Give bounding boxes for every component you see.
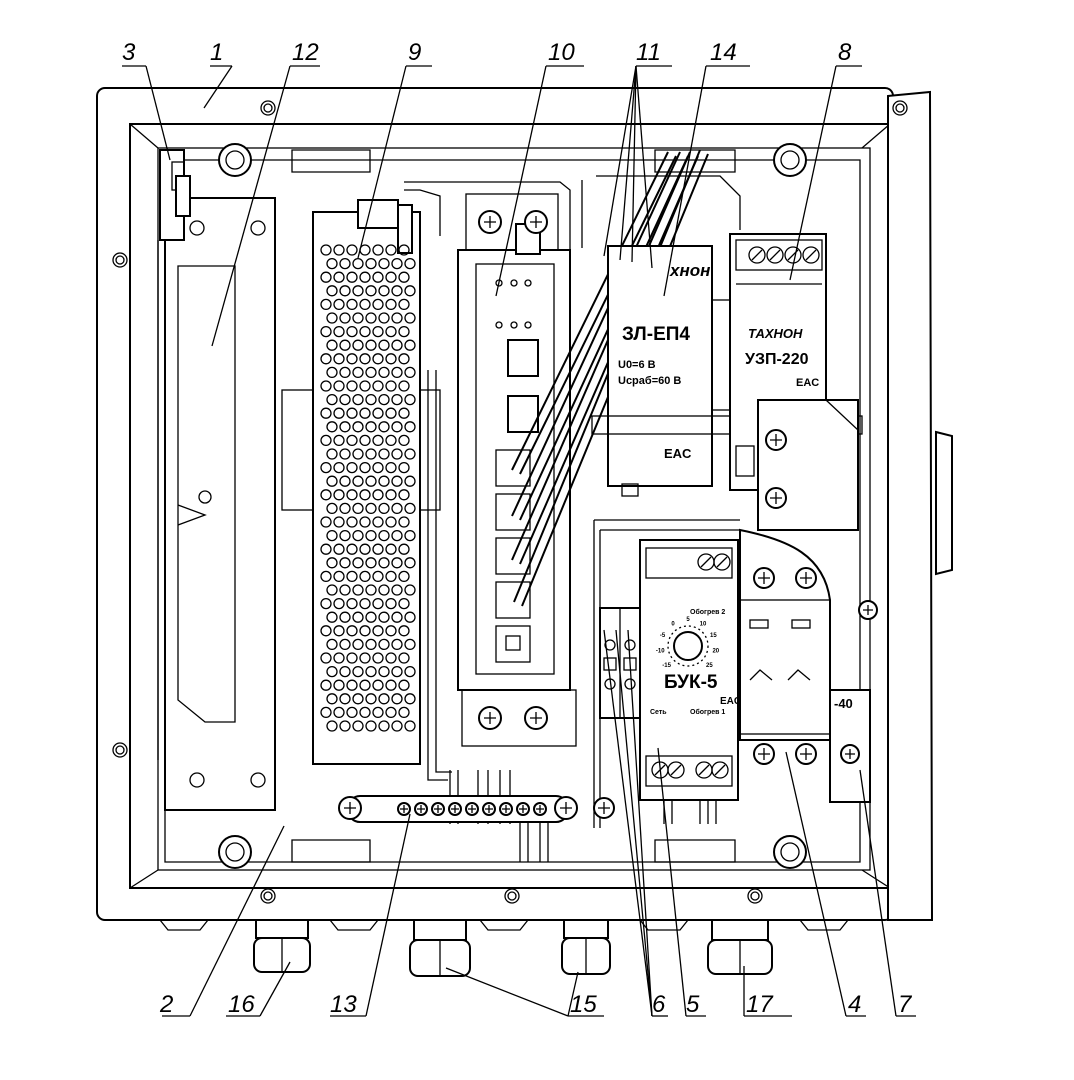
callout-9: 9 [408,39,421,66]
callout-5: 5 [686,991,700,1018]
callout-12: 12 [292,39,319,66]
callout-1: 1 [210,39,223,66]
callout-7: 7 [898,991,913,1018]
callout-4: 4 [848,991,861,1018]
uzp-eac-text: EAC [796,377,819,389]
bus-screw [448,802,462,816]
ep4-brand-text: хнон [669,261,710,280]
ep4-ucp-text: Uсраб=60 В [618,375,681,387]
gland-17 [707,919,773,975]
power-supply-vent-grid [320,244,416,732]
bus-screw [465,802,479,816]
buk-eac-text: EAC [720,696,741,707]
buk-scale-label: -5 [660,633,666,639]
heater-bracket [164,197,276,811]
bus-screw [482,802,496,816]
buk-scale-label: 5 [686,617,690,623]
buk-obogrev1-text: Обогрев 1 [690,708,725,716]
uzp-model-text: УЗП-220 [745,351,809,368]
ethernet-switch [457,193,577,747]
buk-scale-label: 25 [706,663,713,669]
ep4-model-text: ЗЛ-ЕП4 [622,324,690,345]
bus-screw [499,802,513,816]
buk-set-text: Сеть [650,709,667,716]
din-rail [591,415,863,435]
power-supply [281,199,441,765]
ep4-u0-text: U0=6 В [618,359,656,371]
buk-scale-label: -15 [662,663,671,669]
bus-screw [431,802,445,816]
bus-screw [516,802,530,816]
callout-3: 3 [122,39,136,66]
uzp-brand-text: ТАХНОН [748,326,803,341]
terminal-blocks [593,607,641,819]
callout-14: 14 [710,39,737,66]
bus-screw [397,802,411,816]
callout-15: 15 [570,991,597,1018]
leader-lines [122,65,916,1017]
buk-model-text: БУК-5 [664,672,718,693]
ground-bus [338,795,578,823]
gland-15a [409,919,471,977]
callout-16: 16 [228,991,255,1018]
callout-17: 17 [746,991,774,1018]
callout-13: 13 [330,991,357,1018]
bus-screw [414,802,428,816]
buk-scale-label: 20 [712,649,719,655]
buk-scale-label: 0 [671,621,675,627]
buk-obogrev2-text: Обогрев 2 [690,608,725,616]
buk-scale-label: 15 [710,633,717,639]
breaker-module: -40 [739,399,878,803]
gland-15b [561,919,611,975]
buk-scale-label: -10 [656,649,665,655]
wire-bundle [404,175,741,862]
ethernet-surge-protector: хнон ЗЛ-ЕП4 U0=6 В Uсраб=60 В EAC [607,245,741,497]
ground-bus-screws [397,802,547,816]
callout-6: 6 [652,991,666,1018]
buk-5-thermostat: Обогрев 2 БУК-5 EAC Сеть Обогрев 1 [639,539,741,824]
bus-screw [533,802,547,816]
door-switch [157,149,191,760]
callout-10: 10 [548,39,575,66]
callout-8: 8 [838,39,852,66]
callout-2: 2 [159,991,173,1018]
ep4-eac-text: EAC [664,446,692,461]
callout-numbers: 1 2 3 4 5 6 7 8 9 10 11 12 13 14 15 16 1… [122,39,913,1018]
gland-16 [253,919,311,973]
callout-11: 11 [636,39,661,66]
buk-scale-label: 10 [700,621,707,627]
breaker-model-text: -40 [834,696,853,711]
cable-glands [253,919,773,977]
